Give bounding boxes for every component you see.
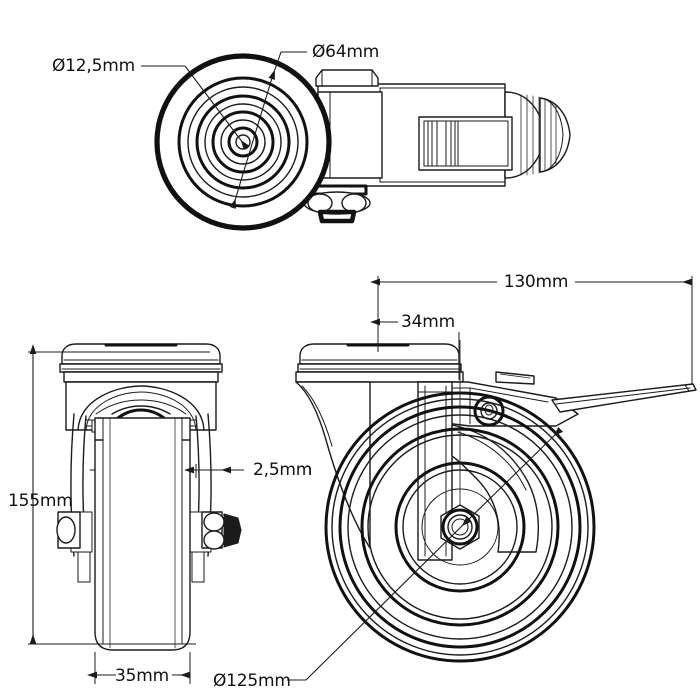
dim-label-wheel-width-top: 35mm	[115, 666, 169, 686]
dim-label-bolt-hole-dia: Ø12,5mm	[52, 56, 135, 76]
dim-tread-thickness	[184, 464, 250, 478]
top-view-brake-window	[418, 116, 513, 171]
front-view-axle-nuts	[56, 511, 242, 550]
top-view-upper-bolt	[315, 69, 379, 87]
dim-overall-height	[28, 344, 210, 645]
dim-label-overall-length: 130mm	[504, 272, 569, 292]
dim-label-plate-bolt-circle: Ø64mm	[312, 42, 379, 62]
dim-label-offset-bg	[398, 312, 460, 332]
top-view-caster	[141, 51, 571, 231]
front-view-top-plate	[59, 343, 223, 383]
leader-plate-bolt-circle	[229, 51, 307, 209]
leader-wheel-dia	[287, 426, 564, 681]
side-view-top-plate	[295, 343, 464, 383]
dim-label-overall-height: 155mm	[8, 491, 73, 511]
dim-label-tread-thickness-top: 2,5mm	[253, 460, 312, 480]
top-view-swivel-plate	[154, 53, 332, 231]
front-view-wheel	[94, 417, 191, 651]
dim-label-overall-length-bg	[497, 272, 575, 292]
side-view-caster	[287, 276, 697, 681]
front-view-caster	[28, 343, 250, 684]
dim-label-wheel-dia: Ø125mm	[213, 671, 291, 691]
leader-bolt-hole-dia	[141, 65, 250, 150]
top-view-pedal-end	[504, 91, 571, 179]
dim-label-wheel-width-bg	[116, 666, 172, 686]
dim-label-tread-thickness-bg	[244, 461, 306, 480]
dim-label-offset: 34mm	[401, 312, 455, 332]
top-view-hex-nut	[303, 184, 371, 224]
